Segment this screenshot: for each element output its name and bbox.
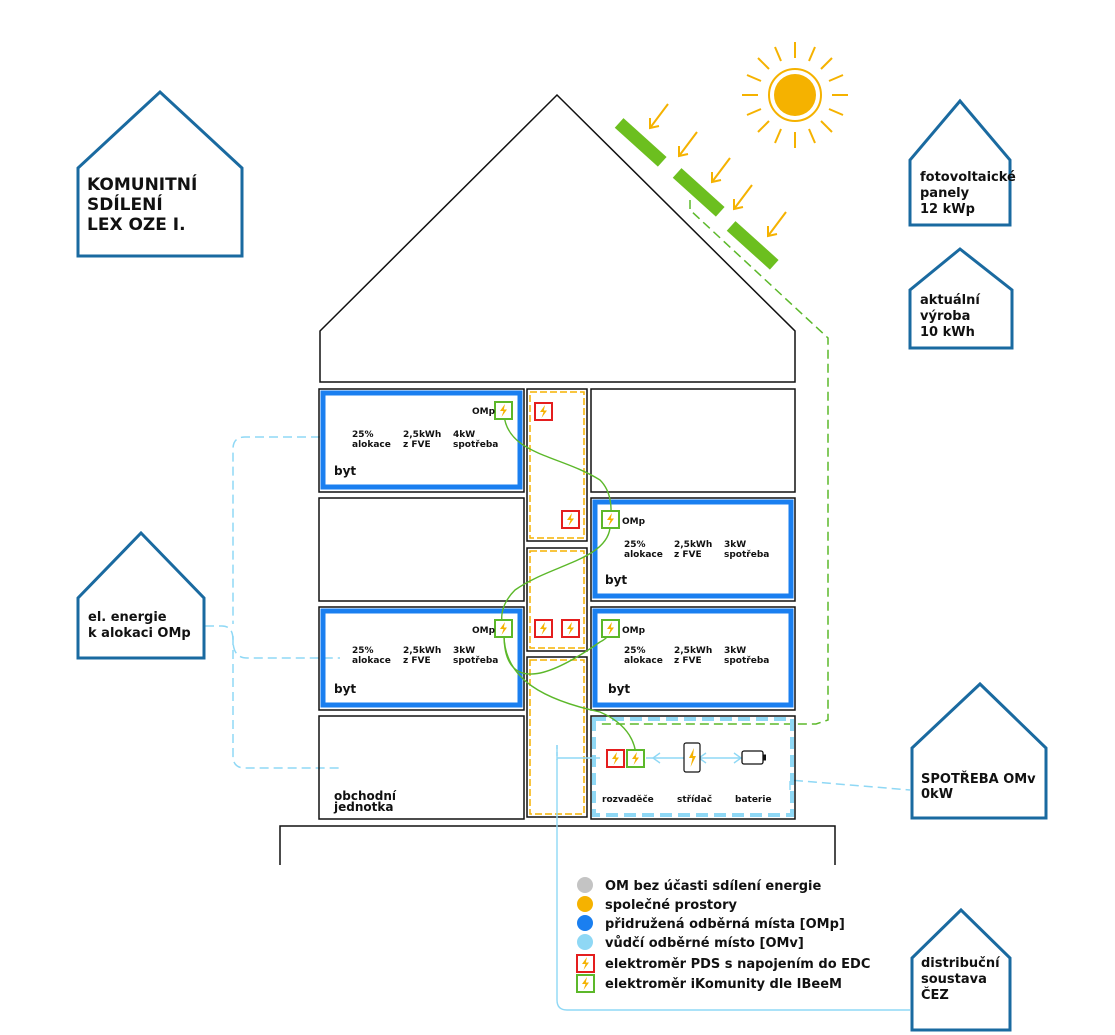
- om-label: OMp: [472, 407, 496, 417]
- allocation-lines: [205, 436, 911, 791]
- apartment-borders: [320, 390, 794, 708]
- info-house-komunitni: KOMUNITNÍ SDÍLENÍ LEX OZE I.: [76, 89, 244, 258]
- consumption-label: spotřeba: [724, 550, 769, 560]
- apartment-2: OMp 25% alokace 2,5kWh z FVE 3kW spotřeb…: [605, 517, 769, 587]
- info-house-allocation: el. energie k alokaci OMp: [76, 530, 206, 660]
- legend-item: elektroměr iKomunity dle IBeeM: [576, 974, 842, 993]
- info-house-consumption: SPOTŘEBA OMv 0kW: [910, 681, 1048, 820]
- svg-text:společné prostory: společné prostory: [605, 898, 737, 913]
- om-label: OMp: [622, 517, 646, 527]
- shop-label-line: obchodní: [334, 789, 397, 803]
- shop-unit: obchodní jednotka: [333, 789, 397, 814]
- fve-value: 2,5kWh: [674, 540, 712, 550]
- consumption-label: spotřeba: [453, 440, 498, 450]
- legend-item: OM bez účasti sdílení energie: [577, 877, 821, 894]
- solar-panel-icon: [614, 118, 779, 270]
- tech-room: rozvaděče střídač baterie: [602, 794, 772, 805]
- svg-text:přidružená odběrná místa [OMp]: přidružená odběrná místa [OMp]: [605, 917, 845, 932]
- apartment-name: byt: [334, 464, 356, 478]
- grid-connection-line: [556, 745, 910, 1011]
- fve-label: z FVE: [674, 656, 702, 666]
- consumption-value: 4kW: [453, 430, 475, 440]
- legend-item: přidružená odběrná místa [OMp]: [577, 915, 845, 932]
- apartment-name: byt: [334, 682, 356, 696]
- allocation-label: alokace: [624, 550, 663, 560]
- shop-label-line: jednotka: [333, 800, 393, 814]
- legend-item: elektroměr PDS s napojením do EDC: [576, 954, 870, 973]
- floor-plan: [318, 388, 796, 820]
- allocation-value: 25%: [624, 540, 646, 550]
- svg-text:výroba: výroba: [920, 309, 970, 324]
- svg-text:OM bez účasti sdílení energie: OM bez účasti sdílení energie: [605, 879, 821, 894]
- light-blue-dot-icon: [577, 934, 593, 950]
- switchboard-label: rozvaděče: [602, 794, 654, 805]
- svg-text:soustava: soustava: [921, 972, 987, 987]
- inverter-label: střídač: [677, 794, 712, 805]
- fve-value: 2,5kWh: [403, 430, 441, 440]
- fve-label: z FVE: [403, 656, 431, 666]
- svg-text:vůdčí odběrné místo [OMv]: vůdčí odběrné místo [OMv]: [605, 936, 804, 951]
- om-label: OMp: [622, 626, 646, 636]
- consumption-label: spotřeba: [724, 656, 769, 666]
- allocation-label: alokace: [624, 656, 663, 666]
- svg-text:panely: panely: [920, 186, 970, 201]
- allocation-value: 25%: [352, 646, 374, 656]
- apartment-4: OMp 25% alokace 2,5kWh z FVE 3kW spotřeb…: [608, 626, 769, 696]
- svg-text:elektroměr iKomunity dle IBeeM: elektroměr iKomunity dle IBeeM: [605, 977, 842, 992]
- info-house-distribution: distribuční soustava ČEZ: [910, 907, 1012, 1032]
- svg-text:fotovoltaické: fotovoltaické: [920, 170, 1016, 185]
- svg-text:12 kWp: 12 kWp: [920, 202, 975, 217]
- consumption-value: 3kW: [724, 540, 746, 550]
- consumption-value: 3kW: [724, 646, 746, 656]
- svg-text:elektroměr PDS s napojením do: elektroměr PDS s napojením do EDC: [605, 957, 870, 972]
- battery-label: baterie: [735, 795, 772, 805]
- fve-value: 2,5kWh: [403, 646, 441, 656]
- orange-dot-icon: [577, 896, 593, 912]
- fve-production-line: [600, 200, 829, 725]
- svg-text:LEX OZE I.: LEX OZE I.: [87, 215, 186, 235]
- svg-text:SPOTŘEBA OMv: SPOTŘEBA OMv: [921, 771, 1036, 787]
- consumption-label: spotřeba: [453, 656, 498, 666]
- apartment-name: byt: [605, 573, 627, 587]
- om-label: OMp: [472, 626, 496, 636]
- red-meter-icon: [576, 954, 595, 973]
- blue-dot-icon: [577, 915, 593, 931]
- apartment-3: OMp 25% alokace 2,5kWh z FVE 3kW spotřeb…: [334, 626, 498, 696]
- info-house-fve-panels: fotovoltaické panely 12 kWp: [908, 98, 1016, 227]
- info-house-production: aktuální výroba 10 kWh: [908, 247, 1014, 350]
- legend-item: společné prostory: [577, 896, 737, 913]
- fve-label: z FVE: [403, 440, 431, 450]
- svg-text:SDÍLENÍ: SDÍLENÍ: [87, 193, 163, 215]
- svg-text:k alokaci OMp: k alokaci OMp: [88, 626, 191, 641]
- apartment-name: byt: [608, 682, 630, 696]
- svg-text:el. energie: el. energie: [88, 610, 167, 625]
- sun-icon: [742, 42, 848, 148]
- svg-text:10 kWh: 10 kWh: [920, 325, 975, 340]
- allocation-value: 25%: [352, 430, 374, 440]
- svg-text:KOMUNITNÍ: KOMUNITNÍ: [87, 173, 197, 195]
- tech-room-border: [592, 717, 794, 817]
- fve-value: 2,5kWh: [674, 646, 712, 656]
- inverter-icon: [683, 742, 701, 773]
- svg-text:aktuální: aktuální: [920, 293, 981, 308]
- legend: OM bez účasti sdílení energie společné p…: [576, 877, 870, 993]
- apartment-1: OMp 25% alokace 2,5kWh z FVE 4kW spotřeb…: [334, 407, 498, 478]
- allocation-label: alokace: [352, 440, 391, 450]
- svg-text:distribuční: distribuční: [921, 956, 1001, 971]
- consumption-value: 3kW: [453, 646, 475, 656]
- allocation-value: 25%: [624, 646, 646, 656]
- legend-item: vůdčí odběrné místo [OMv]: [577, 934, 804, 951]
- grey-dot-icon: [577, 877, 593, 893]
- svg-text:ČEZ: ČEZ: [921, 987, 949, 1003]
- svg-text:0kW: 0kW: [921, 787, 953, 802]
- green-meter-icon: [576, 974, 595, 993]
- allocation-label: alokace: [352, 656, 391, 666]
- fve-label: z FVE: [674, 550, 702, 560]
- battery-icon: [741, 750, 766, 765]
